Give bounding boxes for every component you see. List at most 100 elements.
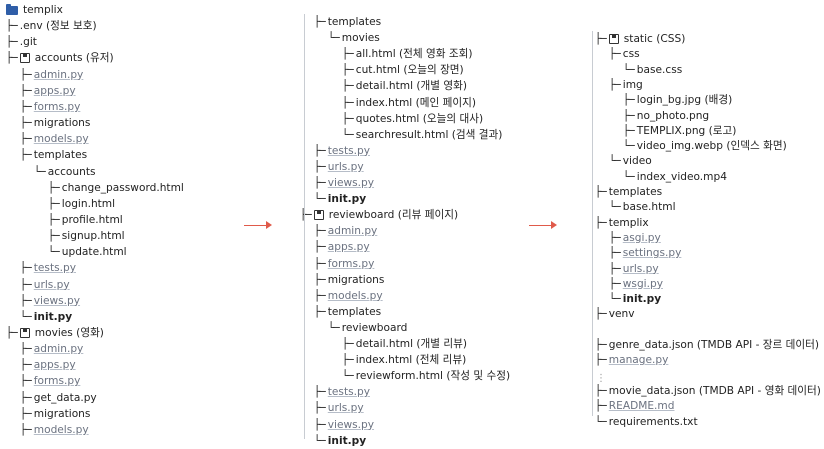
tree-row: └─movies (300, 30, 380, 46)
tree-connector: ├─ (609, 78, 621, 91)
tree-connector: ├─ (314, 241, 326, 254)
tree-item-label: init.py (622, 293, 662, 306)
tree-column-3: ├─static (CSS)├─css└─base.css├─img├─logi… (595, 31, 824, 441)
tree-row: ├─templates (300, 304, 381, 320)
tree-column-2: ├─templates└─movies├─all.html (전체 영화 조회)… (300, 14, 530, 447)
tree-connector: ├─ (48, 181, 60, 194)
tree-connector: └─ (342, 370, 354, 383)
tree-row: └─init.py (6, 309, 72, 325)
tree-connector: ├─ (6, 20, 18, 33)
tree-row: ├─migrations (6, 115, 90, 131)
tree-item-label: views.py (327, 177, 375, 189)
tree-connector: ├─ (20, 343, 32, 356)
tree-row: ├─profile.html (6, 212, 123, 228)
tree-item-label: .git (19, 36, 37, 49)
tree-connector: ├─ (342, 112, 354, 125)
tree-row: └─base.css (595, 62, 682, 78)
tree-item-label: manage.py (608, 354, 669, 367)
tree-connector: ├─ (314, 386, 326, 399)
tree-connector: └─ (328, 321, 340, 334)
tree-connector: ├─ (595, 308, 607, 321)
tree-item-label: img (622, 78, 643, 91)
tree-row: ├─forms.py (6, 373, 80, 389)
tree-item-label: requirements.txt (608, 415, 698, 428)
tree-connector: ├─ (609, 277, 621, 290)
tree-row: ├─urls.py (595, 261, 659, 277)
tree-item-label: TEMPLIX.png (로고) (636, 124, 737, 137)
tree-row: ├─TEMPLIX.png (로고) (595, 123, 736, 139)
tree-row: ├─no_photo.png (595, 108, 709, 124)
tree-row: └─index_video.mp4 (595, 169, 727, 185)
tree-row: ├─apps.py (6, 357, 76, 373)
tree-connector: ├─ (314, 257, 326, 270)
save-icon (608, 34, 619, 44)
tree-item-label: video_img.webp (인덱스 화면) (636, 140, 787, 153)
tree-item-label: urls.py (327, 402, 364, 415)
tree-row: ├─urls.py (300, 159, 364, 175)
tree-row: └─reviewform.html (작성 및 수정) (300, 368, 510, 384)
tree-connector: ├─ (6, 327, 18, 339)
tree-item-label: movies (영화) (34, 327, 104, 339)
tree-item-label: admin.py (327, 225, 378, 238)
tree-row: ├─forms.py (300, 256, 374, 272)
tree-connector: └─ (34, 165, 46, 178)
tree-connector: ├─ (314, 144, 326, 157)
tree-row: ├─accounts (유저) (6, 50, 114, 66)
tree-item-label: base.css (636, 63, 683, 76)
tree-connector: ├─ (20, 262, 32, 275)
tree-item-label: apps.py (327, 241, 370, 254)
tree-connector: ├─ (342, 80, 354, 93)
tree-connector: ├─ (609, 231, 621, 244)
tree-connector: ├─ (314, 177, 326, 189)
arrow-right-icon (244, 219, 272, 231)
tree-item-label: update.html (61, 246, 127, 259)
tree-connector: ├─ (609, 48, 621, 61)
tree-row: ├─models.py (300, 288, 383, 304)
tree-item-label: forms.py (327, 257, 375, 270)
tree-connector: └─ (609, 155, 621, 168)
tree-item-label: searchresult.html (검색 결과) (355, 128, 503, 141)
tree-row: templix (6, 2, 63, 18)
tree-connector: └─ (328, 32, 340, 45)
tree-item-label: init.py (33, 310, 73, 323)
tree-row: ├─admin.py (6, 341, 83, 357)
save-icon (19, 328, 30, 338)
tree-row: ├─forms.py (6, 99, 80, 115)
tree-connector: ├─ (342, 64, 354, 77)
tree-row: └─base.html (595, 199, 676, 215)
tree-connector: ├─ (20, 133, 32, 146)
tree-item-label: base.html (622, 201, 676, 214)
tree-item-label: login.html (61, 197, 116, 210)
tree-connector: ├─ (6, 36, 18, 49)
tree-row: ├─change_password.html (6, 180, 184, 196)
tree-item-label: login_bg.jpg (배경) (636, 94, 733, 107)
tree-row: └─video (595, 153, 652, 169)
tree-connector: ├─ (20, 278, 32, 291)
tree-item-label: css (622, 48, 640, 61)
tree-row: ├─detail.html (개별 영화) (300, 78, 467, 94)
tree-item-label: reviewboard (리뷰 페이지) (328, 209, 459, 222)
tree-row: ├─templates (300, 14, 381, 30)
folder-icon (6, 3, 18, 15)
tree-connector: ├─ (595, 216, 607, 229)
tree-row: ├─all.html (전체 영화 조회) (300, 46, 473, 62)
guide-line (304, 14, 305, 439)
tree-connector: ├─ (314, 289, 326, 302)
tree-connector: ├─ (20, 68, 32, 81)
tree-connector: ├─ (314, 402, 326, 415)
tree-row: ├─urls.py (300, 400, 364, 416)
tree-connector: └─ (609, 201, 621, 214)
tree-row: ├─.env (정보 보호) (6, 18, 97, 34)
tree-item-label: views.py (327, 418, 375, 431)
arrow-right-icon (529, 219, 557, 231)
tree-item-label: forms.py (33, 375, 81, 388)
tree-connector: ├─ (20, 149, 32, 162)
tree-row: ├─static (CSS) (595, 31, 685, 47)
tree-connector: ├─ (20, 294, 32, 307)
tree-item-label: accounts (47, 165, 96, 178)
tree-row: ├─genre_data.json (TMDB API - 장르 데이터) (595, 337, 819, 353)
tree-connector: ├─ (595, 33, 607, 45)
tree-row: ├─get_data.py (6, 390, 97, 406)
tree-connector: ├─ (20, 391, 32, 404)
tree-connector: ├─ (623, 94, 635, 107)
